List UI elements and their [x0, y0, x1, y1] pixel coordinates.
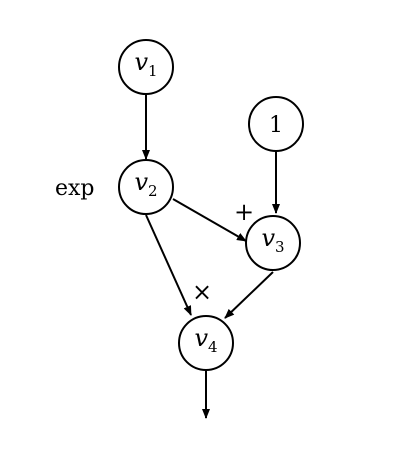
node-v4-circle	[178, 315, 234, 371]
node-one-circle	[248, 96, 304, 152]
node-v1-sub: 1	[148, 62, 158, 80]
node-v2: v2	[118, 159, 174, 215]
node-v3-circle	[245, 215, 301, 271]
node-v3-var: v	[261, 224, 275, 252]
op-label-times: ×	[192, 278, 212, 306]
node-v4-var: v	[194, 324, 208, 352]
edge-v2-to-v4	[145, 214, 192, 316]
node-v1-label: v1	[134, 48, 157, 80]
node-v1: v1	[118, 39, 174, 95]
node-v4: v4	[178, 315, 234, 371]
edge-v3-to-v4	[224, 271, 274, 319]
node-v3-label: v3	[261, 224, 284, 256]
node-one-label: 1	[269, 113, 283, 138]
node-v2-var: v	[134, 168, 148, 196]
node-one: 1	[248, 96, 304, 152]
op-label-exp: exp	[55, 176, 95, 201]
node-v3: v3	[245, 215, 301, 271]
node-v2-sub: 2	[148, 182, 158, 200]
node-v4-sub: 4	[208, 338, 218, 356]
node-v3-sub: 3	[275, 238, 285, 256]
node-v1-circle	[118, 39, 174, 95]
op-label-plus: +	[234, 198, 254, 226]
node-v2-circle	[118, 159, 174, 215]
node-v2-label: v2	[134, 168, 157, 200]
node-v4-label: v4	[194, 324, 217, 356]
node-v1-var: v	[134, 48, 148, 76]
edge-v2-to-v3	[172, 198, 247, 242]
